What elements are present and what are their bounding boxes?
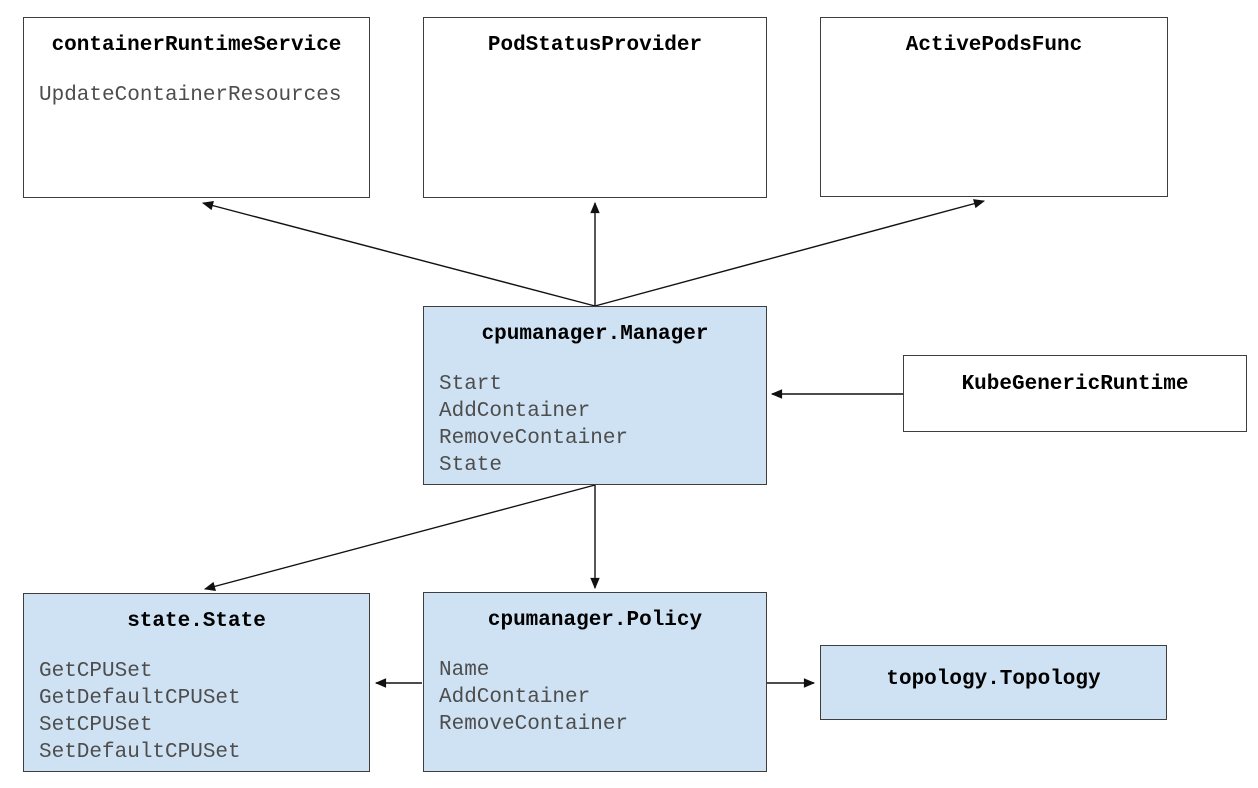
method-label: State	[439, 454, 503, 477]
method-label: AddContainer	[439, 686, 591, 709]
node-container-runtime-service: containerRuntimeService UpdateContainerR…	[23, 17, 370, 198]
node-cpumanager-policy-title: cpumanager.Policy	[487, 609, 703, 632]
method-label: Name	[439, 659, 490, 682]
node-active-pods-func-title: ActivePodsFunc	[905, 34, 1083, 57]
method-label: Start	[439, 373, 503, 396]
edge-manager-to-activepodsfunc	[594, 199, 986, 307]
method-label: UpdateContainerResources	[39, 84, 342, 107]
edge-manager-to-statestate	[203, 484, 596, 591]
node-active-pods-func: ActivePodsFunc	[820, 17, 1168, 197]
node-state-state: state.State GetCPUSet GetDefaultCPUSet S…	[23, 593, 370, 772]
node-topology-topology-title: topology.Topology	[886, 668, 1101, 691]
node-pod-status-provider-title: PodStatusProvider	[487, 34, 703, 57]
method-label: RemoveContainer	[439, 427, 629, 450]
method-label: SetCPUSet	[39, 714, 153, 737]
node-cpumanager-manager-title: cpumanager.Manager	[481, 323, 709, 346]
node-container-runtime-service-title: containerRuntimeService	[51, 34, 342, 57]
node-state-state-title: state.State	[127, 610, 266, 633]
method-label: GetCPUSet	[39, 660, 153, 683]
method-label: GetDefaultCPUSet	[39, 687, 241, 710]
node-cpumanager-policy: cpumanager.Policy Name AddContainer Remo…	[423, 592, 767, 772]
node-kube-generic-runtime-title: KubeGenericRuntime	[961, 373, 1189, 396]
method-label: SetDefaultCPUSet	[39, 741, 241, 764]
node-topology-topology: topology.Topology	[820, 645, 1167, 720]
node-kube-generic-runtime: KubeGenericRuntime	[903, 355, 1247, 432]
edge-manager-to-containerruntimeservice	[201, 201, 596, 307]
method-label: RemoveContainer	[439, 713, 629, 736]
node-pod-status-provider: PodStatusProvider	[423, 17, 767, 198]
method-label: AddContainer	[439, 400, 591, 423]
node-cpumanager-manager: cpumanager.Manager Start AddContainer Re…	[423, 306, 767, 485]
